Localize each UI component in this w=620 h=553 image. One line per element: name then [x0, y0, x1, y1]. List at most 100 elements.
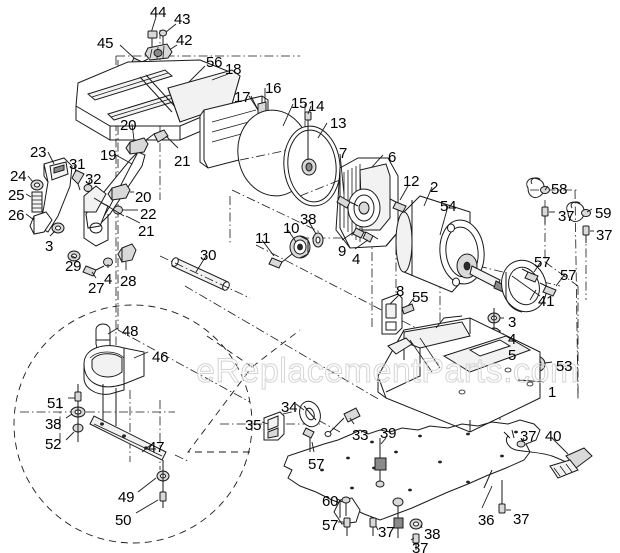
detail-circle-callout — [13, 304, 301, 544]
callout-26: 26 — [8, 207, 25, 224]
callout-1: 1 — [548, 384, 557, 401]
callout-37: 37 — [596, 227, 613, 244]
callout-53: 53 — [556, 358, 573, 375]
callout-49: 49 — [118, 489, 135, 506]
callout-59: 59 — [595, 205, 612, 222]
callout-32: 32 — [85, 171, 102, 188]
callout-35: 35 — [245, 417, 262, 434]
callout-4: 4 — [508, 331, 517, 348]
part-11-screw — [261, 239, 293, 269]
callout-37: 37 — [520, 428, 537, 445]
callout-3: 3 — [45, 238, 54, 255]
callout-3: 3 — [508, 314, 517, 331]
callout-37: 37 — [513, 511, 530, 528]
part-29-nut — [67, 250, 81, 262]
callout-27: 27 — [88, 280, 105, 297]
part-35-switch — [261, 411, 285, 441]
part-20-bracket-lower — [107, 183, 134, 201]
part-4-screw-housing — [354, 231, 379, 250]
callout-38: 38 — [300, 211, 317, 228]
callout-19: 19 — [100, 147, 117, 164]
callout-30: 30 — [200, 247, 217, 264]
part-34-knob — [295, 400, 321, 428]
part-21-pin-lower — [93, 197, 141, 224]
callout-55: 55 — [412, 289, 429, 306]
part-37-screw-mid — [392, 497, 404, 538]
part-23-handle — [39, 151, 73, 233]
callout-31: 31 — [69, 156, 86, 173]
part-33-bolt — [324, 407, 361, 437]
part-27-screw — [82, 265, 105, 279]
callout-17: 17 — [234, 89, 251, 106]
part-38-washer-bottom — [409, 518, 423, 530]
part-37-screw-f — [498, 480, 511, 514]
callout-50: 50 — [115, 512, 132, 529]
callout-5: 5 — [508, 347, 517, 364]
part-51-screw-detail — [68, 384, 82, 402]
part-31-pin — [71, 164, 85, 191]
part-22-pin — [113, 205, 138, 215]
callout-57: 57 — [560, 267, 577, 284]
part-30-rod — [159, 255, 251, 299]
callout-6: 6 — [388, 149, 397, 166]
callout-12: 12 — [403, 173, 420, 190]
callout-39: 39 — [380, 425, 397, 442]
part-49-washer-detail — [137, 460, 170, 494]
callout-44: 44 — [150, 4, 167, 21]
callout-37: 37 — [412, 540, 429, 553]
callout-43: 43 — [174, 11, 191, 28]
part-1-base — [377, 315, 545, 433]
callout-57: 57 — [308, 456, 325, 473]
callout-21: 21 — [138, 223, 155, 240]
callout-23: 23 — [30, 144, 47, 161]
part-57-screw-c — [302, 427, 315, 453]
callout-20: 20 — [120, 117, 137, 134]
callout-46: 46 — [152, 349, 169, 366]
part-37-screw-d — [369, 517, 379, 536]
callout-28: 28 — [120, 273, 137, 290]
part-12-screw — [389, 185, 409, 213]
part-40-power-cord — [503, 429, 593, 479]
part-38-washer-detail — [65, 406, 86, 419]
part-47-rail-detail — [89, 415, 167, 461]
part-14-screw — [304, 105, 312, 160]
part-37-screw-b — [582, 225, 594, 243]
callout-24: 24 — [10, 168, 27, 185]
callout-7: 7 — [339, 145, 348, 162]
callout-51: 51 — [47, 395, 64, 412]
callout-2: 2 — [430, 179, 439, 196]
callout-8: 8 — [396, 283, 405, 300]
callout-13: 13 — [330, 115, 347, 132]
part-58-clamp — [526, 177, 550, 199]
callout-16: 16 — [265, 80, 282, 97]
part-20-bracket-upper — [125, 123, 149, 155]
callout-10: 10 — [283, 220, 300, 237]
callout-38: 38 — [45, 416, 62, 433]
callout-45: 45 — [97, 35, 114, 52]
part-24-washer — [27, 175, 44, 191]
part-46-lever-detail — [83, 345, 149, 426]
part-6-housing — [335, 154, 399, 249]
callout-22: 22 — [140, 206, 157, 223]
part-55-clip — [401, 297, 415, 315]
callout-20: 20 — [135, 189, 152, 206]
callout-48: 48 — [122, 323, 139, 340]
part-52-nut-detail — [65, 401, 84, 442]
callout-4: 4 — [104, 271, 113, 288]
centerlines — [20, 30, 587, 506]
part-37-screw-e — [410, 533, 420, 550]
callout-25: 25 — [8, 187, 25, 204]
callout-36: 36 — [478, 512, 495, 529]
part-57-screw-b — [539, 273, 566, 297]
part-41-ring — [501, 259, 547, 313]
callout-57: 57 — [322, 517, 339, 534]
part-44-screw — [147, 16, 158, 48]
part-50-screw-detail — [135, 491, 167, 514]
part-57-screw-a — [521, 262, 541, 283]
part-32-pin — [83, 179, 93, 192]
part-37-screw-cord — [516, 437, 526, 448]
callout-9: 9 — [338, 243, 347, 260]
callout-41: 41 — [538, 293, 555, 310]
part-42-knob — [144, 43, 178, 61]
